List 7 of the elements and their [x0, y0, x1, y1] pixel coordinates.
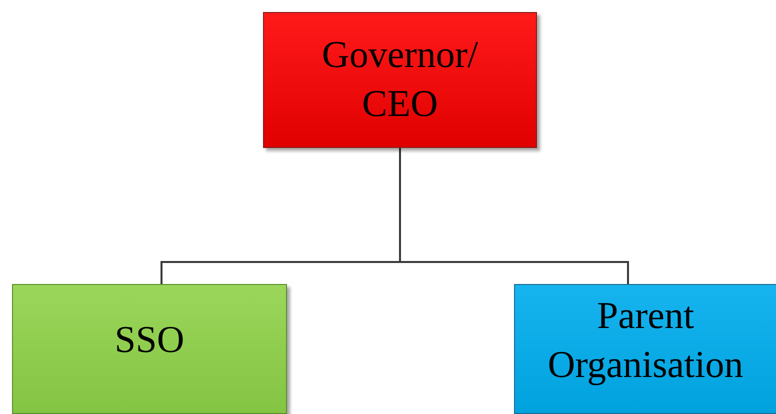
node-label: SSO [114, 318, 184, 364]
node-label: Governor/ CEO [320, 32, 480, 127]
sso-box [12, 284, 287, 414]
node-label: Parent Organisation [546, 294, 744, 388]
connector-line [399, 148, 629, 284]
governor-box [263, 12, 537, 148]
organisation-box [514, 284, 776, 414]
